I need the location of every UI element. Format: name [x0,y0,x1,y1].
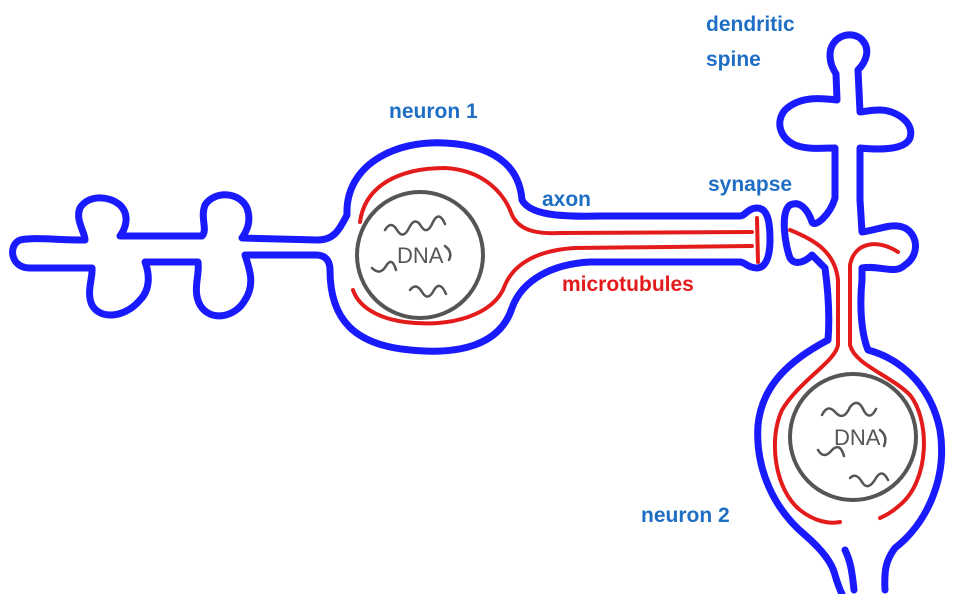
dendritic-spine-label-line1: dendritic [706,12,795,38]
dna1-label: DNA [397,243,443,269]
microtubules-label: microtubules [562,272,694,298]
neuron1-microtubule-end [757,218,758,262]
dendritic-spine-label-line2: spine [706,47,761,73]
neuron2-label: neuron 2 [641,503,730,529]
neuron1-label: neuron 1 [389,99,478,125]
dna2-label: DNA [834,425,880,451]
synapse-label: synapse [708,172,792,198]
axon-label: axon [542,187,591,213]
